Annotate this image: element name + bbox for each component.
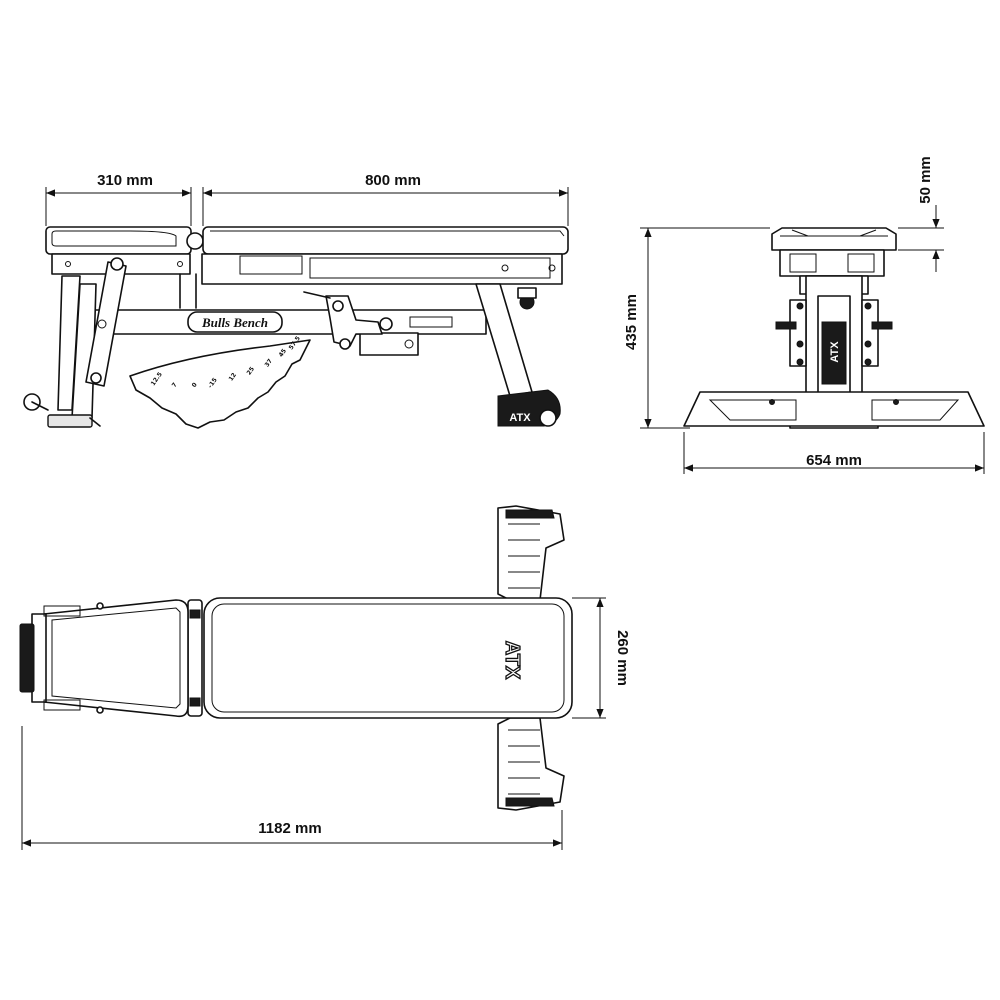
top-seat-pad: [43, 599, 189, 718]
angle-scale-label: 37: [264, 358, 275, 369]
side-brand-logo: ATX: [509, 412, 531, 424]
base-width-label: 654 mm: [806, 452, 862, 469]
top-front-foot: [497, 505, 565, 601]
angle-scale-label: 45: [278, 348, 289, 359]
angle-scale-label: 7: [171, 381, 179, 388]
height-label: 435 mm: [623, 294, 640, 350]
total-length-label: 1182 mm: [258, 820, 321, 837]
bench-logo-plate: [187, 311, 283, 333]
bench-logo: Bulls Bench: [201, 315, 268, 330]
pad-width-label: 260 mm: [614, 630, 631, 686]
front-dimension-lines: [640, 205, 985, 474]
angle-scale-label: 0: [191, 381, 199, 388]
front-pad: [771, 227, 897, 251]
side-dimension-lines: [45, 187, 569, 226]
angle-scale-label: 12: [228, 372, 239, 383]
top-view: ATX: [19, 505, 573, 811]
pad-thickness-label: 50 mm: [917, 156, 934, 204]
top-rear-foot: [19, 623, 35, 693]
back-length-label: 800 mm: [365, 172, 421, 189]
seat-length-label: 310 mm: [97, 172, 153, 189]
top-dimension-lines: [21, 597, 606, 850]
front-base: [683, 391, 985, 427]
top-back-pad: [203, 597, 573, 719]
front-view: ATX: [683, 227, 985, 429]
front-brand-logo: ATX: [829, 341, 841, 363]
angle-scale: [129, 339, 311, 429]
angle-scale-label: -15: [207, 377, 219, 390]
top-brand-logo: ATX: [501, 641, 523, 680]
angle-scale-label: 25: [246, 366, 257, 377]
